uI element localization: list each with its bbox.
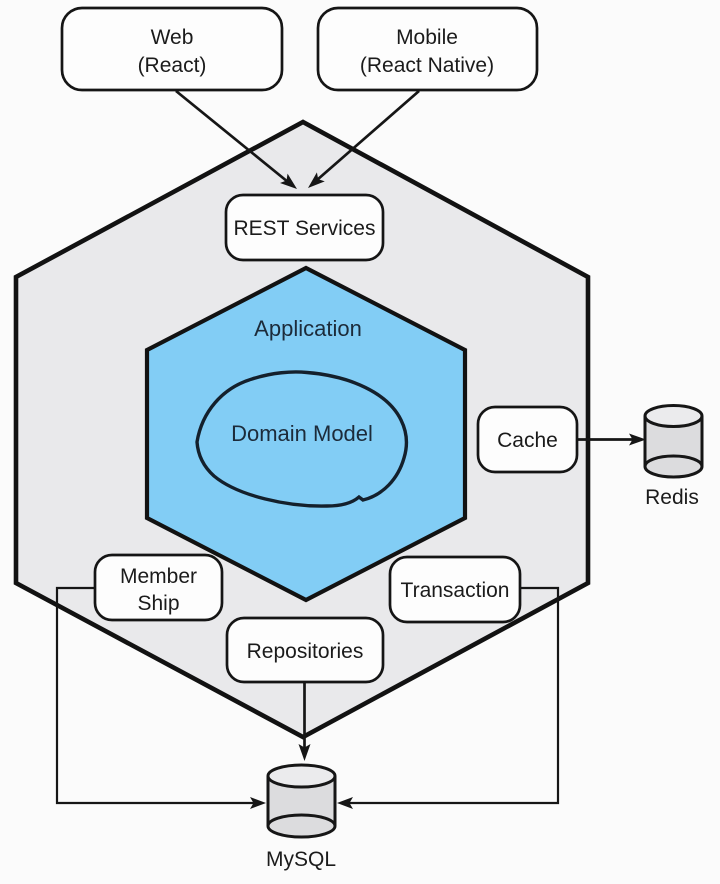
cache-to-redis-arrowhead <box>629 433 646 446</box>
domain-model-blob <box>195 370 409 508</box>
mysql-node: MySQL <box>266 763 337 871</box>
web-to-rest-arrowhead <box>280 173 297 189</box>
transaction-to-mysql-line <box>347 586 560 805</box>
membership-node: Member Ship <box>93 553 224 622</box>
mobile-node: Mobile (React Native) <box>316 6 539 92</box>
web-to-rest-line <box>175 89 289 184</box>
membership-label-line2: Ship <box>137 592 179 615</box>
mysql-label: MySQL <box>266 848 336 871</box>
web-node: Web (React) <box>60 6 284 92</box>
mobile-label-line2: (React Native) <box>360 54 494 77</box>
repositories-node: Repositories <box>225 616 385 684</box>
mobile-box <box>316 6 539 92</box>
mobile-to-rest-arrowhead <box>308 172 325 188</box>
repositories-to-mysql-arrowhead <box>298 744 311 761</box>
web-box <box>60 6 284 92</box>
redis-cylinder-top <box>643 404 704 428</box>
transaction-label: Transaction <box>401 579 510 602</box>
mysql-cylinder-top <box>266 763 337 789</box>
membership-box <box>93 553 224 622</box>
mobile-to-rest-line <box>316 89 420 182</box>
application-label: Application <box>254 316 362 341</box>
rest-services-node: REST Services <box>224 193 385 262</box>
mysql-cylinder-bottom <box>266 813 337 839</box>
repositories-box <box>225 616 385 684</box>
repositories-label: Repositories <box>247 640 364 663</box>
transaction-box <box>388 555 522 624</box>
cache-box <box>476 405 579 474</box>
cache-node: Cache <box>476 405 579 474</box>
transaction-to-mysql-arrowhead <box>337 797 353 809</box>
redis-label: Redis <box>645 486 699 509</box>
web-label-line1: Web <box>151 26 194 49</box>
web-label-line2: (React) <box>138 54 207 77</box>
application-hexagon <box>144 265 468 603</box>
rest-services-box <box>224 193 385 262</box>
domain-model-label: Domain Model <box>231 421 373 446</box>
membership-label-line1: Member <box>120 565 197 588</box>
rest-services-label: REST Services <box>234 217 376 240</box>
transaction-node: Transaction <box>388 555 522 624</box>
membership-to-mysql-arrowhead <box>250 797 266 809</box>
redis-node: Redis <box>643 404 704 509</box>
redis-cylinder-bottom <box>643 454 704 479</box>
cache-label: Cache <box>497 429 558 452</box>
membership-to-mysql-line <box>55 586 256 805</box>
mobile-label-line1: Mobile <box>396 26 458 49</box>
